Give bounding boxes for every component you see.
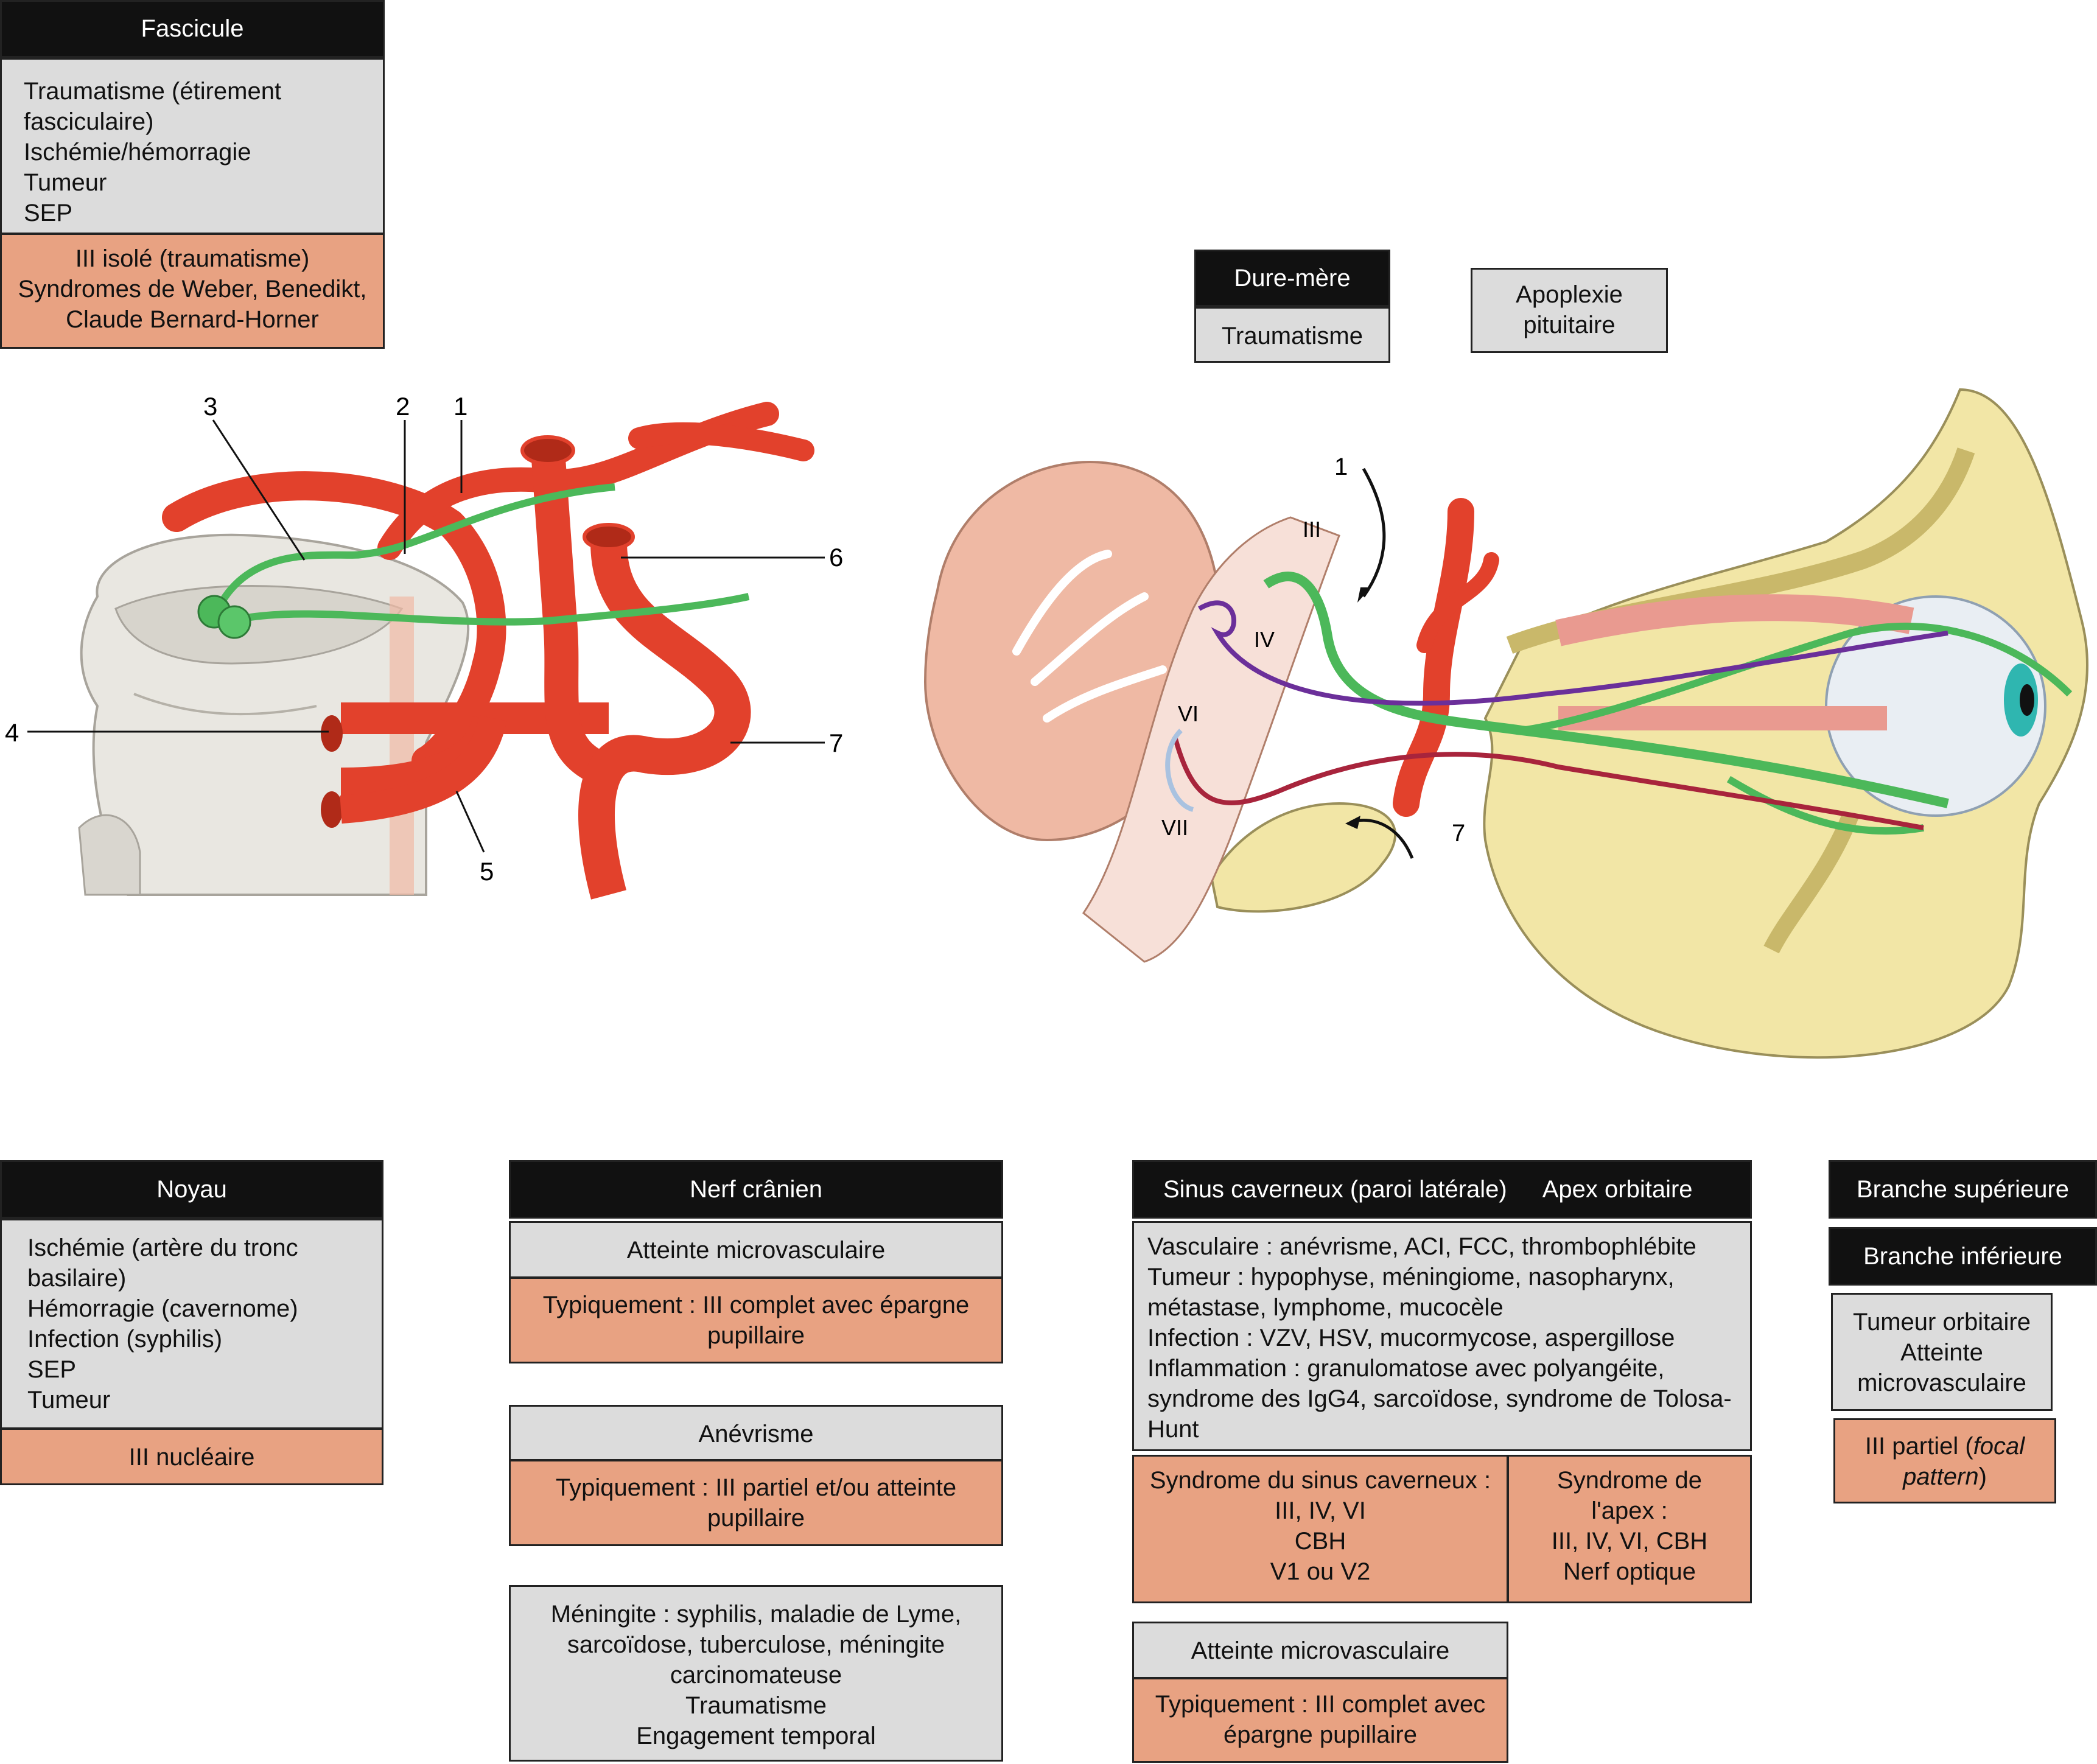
nerf-cranien-header: Nerf crânien [509,1160,1003,1219]
cause-line: Ischémie/hémorragie [24,139,251,166]
syndrome-line: Syndrome de [1557,1467,1702,1494]
dure-mere-header: Dure-mère [1194,250,1390,307]
cause-line: Ischémie (artère du tronc [27,1234,298,1261]
apoplexie-line: pituitaire [1523,312,1616,338]
sinus-header: Sinus caverneux (paroi latérale) Apex or… [1132,1160,1752,1219]
orbit-label-III: III [1303,517,1321,542]
orbit-label-7: 7 [1452,820,1465,847]
cause-line: SEP [27,1356,77,1383]
partiel-suffix: ) [1978,1463,1987,1490]
branche-inferieure-header: Branche inférieure [1829,1227,2097,1286]
cause-line: Tumeur [27,1387,111,1413]
sinus-micro-title: Atteinte microvasculaire [1132,1622,1508,1679]
desc-line: Typiquement : III complet avec épargne [542,1292,970,1318]
nerf-micro-title: Atteinte microvasculaire [509,1221,1003,1278]
cause-line: Infection (syphilis) [27,1326,223,1353]
dure-mere-cause: Traumatisme [1194,307,1390,363]
partiel-pattern: pattern [1903,1463,1979,1490]
desc-line: Typiquement : III complet avec [1155,1691,1486,1718]
syndrome-line: l'apex : [1591,1497,1668,1524]
cause-line: Tumeur [24,169,107,196]
label-4: 4 [5,718,19,747]
desc-line: pupillaire [707,1505,805,1531]
apex-syndrome: Syndrome de l'apex : III, IV, VI, CBH Ne… [1507,1455,1752,1603]
cause-line: syndrome des IgG4, sarcoïdose, syndrome … [1147,1385,1732,1412]
sinus-header-left: Sinus caverneux (paroi latérale) [1163,1175,1507,1203]
partiel-line-1: III partiel (focal [1835,1431,2054,1461]
syndrome-line: V1 ou V2 [1270,1558,1371,1585]
syndrome-line: Nerf optique [1563,1558,1696,1585]
syndrome-line: III, IV, VI [1275,1497,1366,1524]
cause-line: carcinomateuse [670,1662,842,1689]
sinus-causes: Vasculaire : anévrisme, ACI, FCC, thromb… [1132,1221,1752,1451]
syndrome-line: Syndrome du sinus caverneux : [1149,1467,1491,1494]
fascicule-causes: Traumatisme (étirement fasciculaire) Isc… [0,58,385,234]
label-7: 7 [829,729,843,757]
apoplexie-line: Apoplexie [1516,281,1623,308]
orbit-label-VI: VI [1178,701,1199,726]
nerf-anev-desc: Typiquement : III partiel et/ou atteinte… [509,1460,1003,1546]
syndrome-line: Claude Bernard-Horner [66,306,319,333]
nerf-anev-title: Anévrisme [509,1405,1003,1461]
cause-line: sarcoïdose, tuberculose, méningite [567,1631,945,1658]
cause-line: basilaire) [27,1265,127,1292]
apoplexie-box: Apoplexie pituitaire [1471,268,1668,353]
syndrome-line: III, IV, VI, CBH [1551,1528,1708,1555]
label-5: 5 [480,857,494,886]
cause-line: Méningite : syphilis, maladie de Lyme, [550,1601,962,1628]
sinus-syndrome: Syndrome du sinus caverneux : III, IV, V… [1132,1455,1508,1603]
syndrome-line: CBH [1294,1528,1346,1555]
cause-line: Hémorragie (cavernome) [27,1295,298,1322]
cause-line: Vasculaire : anévrisme, ACI, FCC, thromb… [1147,1233,1696,1260]
partiel-focal: focal [1973,1433,2025,1460]
label-6: 6 [829,543,843,572]
cause-line: Tumeur : hypophyse, méningiome, nasophar… [1147,1264,1675,1290]
cause-line: fasciculaire) [24,108,154,135]
syndrome-line: Syndromes de Weber, Benedikt, [18,276,367,303]
cause-line: Tumeur orbitaire [1853,1309,2031,1335]
orbit-label-VII: VII [1161,815,1188,840]
nerf-micro-desc: Typiquement : III complet avec épargne p… [509,1277,1003,1363]
cause-line: Engagement temporal [636,1723,876,1749]
partiel-line-2: pattern) [1835,1461,2054,1492]
cause-line: SEP [24,200,73,226]
cause-line: Inflammation : granulomatose avec polyan… [1147,1355,1665,1382]
syndrome-line: III isolé (traumatisme) [75,245,310,272]
cause-line: Atteinte [1900,1339,1983,1366]
label-2: 2 [396,392,410,421]
noyau-syndrome: III nucléaire [0,1428,383,1485]
cause-line: Infection : VZV, HSV, mucormycose, asper… [1147,1325,1675,1351]
branches-partiel: III partiel (focal pattern) [1833,1418,2056,1503]
desc-line: Typiquement : III partiel et/ou atteinte [555,1474,957,1501]
label-1: 1 [453,392,467,421]
cause-line: Traumatisme [685,1692,827,1719]
desc-line: pupillaire [707,1322,805,1349]
nerf-other-causes: Méningite : syphilis, maladie de Lyme, s… [509,1585,1003,1762]
desc-line: épargne pupillaire [1223,1721,1417,1748]
branche-superieure-header: Branche supérieure [1829,1160,2097,1219]
cause-line: métastase, lymphome, mucocèle [1147,1294,1504,1321]
label-3: 3 [203,392,217,421]
orbit-label-IV: IV [1254,627,1275,652]
partiel-prefix: III partiel ( [1864,1433,1973,1460]
branches-causes: Tumeur orbitaire Atteinte microvasculair… [1831,1293,2053,1411]
fascicule-syndromes: III isolé (traumatisme) Syndromes de Web… [0,233,385,349]
noyau-causes: Ischémie (artère du tronc basilaire) Hém… [0,1219,383,1429]
brainstem-illustration: 3 2 1 4 6 7 5 [5,392,843,900]
orbit-label-1: 1 [1334,453,1348,480]
sinus-micro-desc: Typiquement : III complet avec épargne p… [1132,1678,1508,1763]
cause-line: Hunt [1147,1416,1199,1443]
fascicule-header: Fascicule [0,0,385,58]
apex-header-right: Apex orbitaire [1542,1175,1693,1203]
noyau-header: Noyau [0,1160,383,1219]
orbit-illustration: 1 7 III IV VI VII [923,388,2089,1059]
cause-line: microvasculaire [1857,1370,2026,1396]
cause-line: Traumatisme (étirement [24,78,282,105]
